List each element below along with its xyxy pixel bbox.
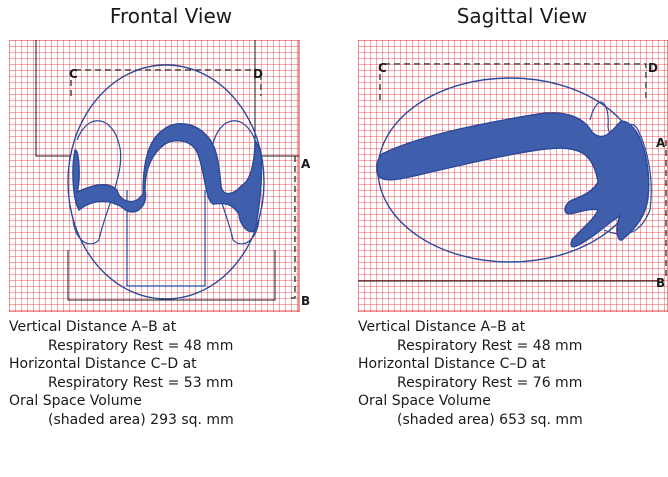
vertical-distance-value: Respiratory Rest = 48 mm: [48, 337, 234, 354]
horizontal-distance-title: Horizontal Distance C–D at: [358, 356, 546, 372]
frontal-title: Frontal View: [109, 4, 233, 28]
ab-measure-line: [291, 156, 296, 299]
label-c: C: [69, 67, 78, 81]
left-reference-line: [35, 40, 71, 157]
oral-volume-title: Oral Space Volume: [9, 393, 142, 409]
vertical-distance-title: Vertical Distance A–B at: [358, 319, 526, 335]
frontal-caption: Vertical Distance A–B at Respiratory Res…: [9, 318, 234, 429]
jaw-box: [67, 250, 276, 301]
oral-volume-value: (shaded area) 653 sq. mm: [397, 411, 583, 428]
cd-measure-line: [379, 63, 647, 100]
label-b: B: [656, 276, 665, 290]
frontal-grid-figure: C D A B: [8, 39, 319, 316]
label-a: A: [301, 157, 311, 171]
sagittal-caption: Vertical Distance A–B at Respiratory Res…: [358, 318, 583, 429]
head-outline: [67, 64, 265, 300]
oral-volume-title: Oral Space Volume: [358, 393, 491, 409]
tongue-outline: [126, 190, 206, 287]
oral-space-shaded: [376, 112, 650, 248]
cd-measure-line: [70, 69, 262, 96]
sagittal-title: Sagittal View: [456, 4, 588, 28]
label-d: D: [253, 67, 263, 81]
left-cheek-outline: [72, 120, 122, 245]
label-b: B: [301, 294, 310, 308]
label-d: D: [648, 61, 658, 75]
sagittal-diagram: C D A B: [357, 39, 668, 313]
frontal-diagram: C D A B: [8, 39, 311, 313]
horizontal-distance-title: Horizontal Distance C–D at: [9, 356, 197, 372]
label-c: C: [378, 61, 387, 75]
horizontal-distance-value: Respiratory Rest = 53 mm: [48, 374, 234, 391]
palate-outline: [589, 101, 652, 235]
horizontal-distance-value: Respiratory Rest = 76 mm: [397, 374, 583, 391]
oral-space-shaded: [72, 123, 263, 233]
vertical-distance-title: Vertical Distance A–B at: [9, 319, 177, 335]
sagittal-grid-figure: C D A B: [357, 39, 668, 316]
label-a: A: [656, 136, 666, 150]
vertical-distance-value: Respiratory Rest = 48 mm: [397, 337, 583, 354]
oral-volume-value: (shaded area) 293 sq. mm: [48, 411, 234, 428]
